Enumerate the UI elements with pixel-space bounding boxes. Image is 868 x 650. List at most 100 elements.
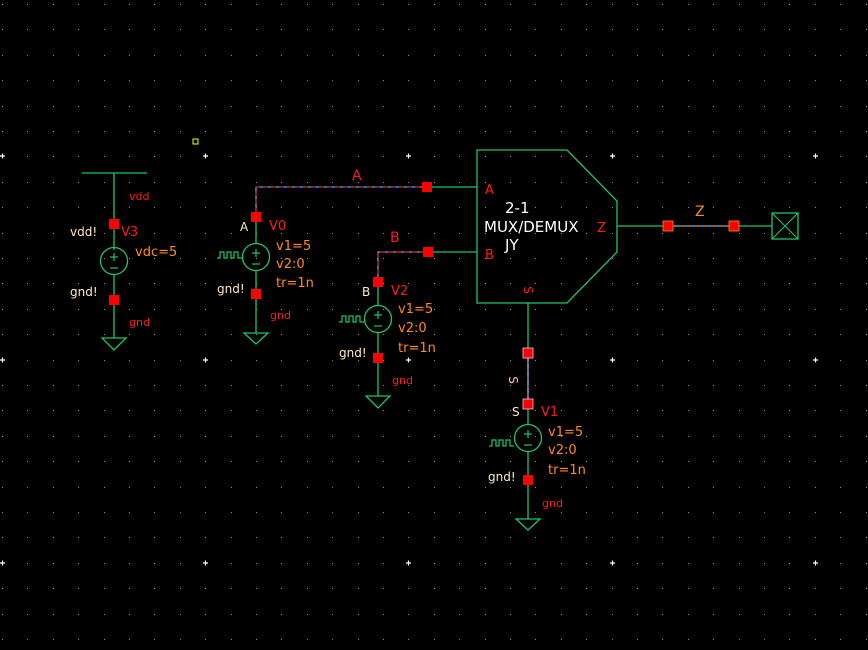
grid-dot (586, 334, 587, 335)
pulse-wave-icon (489, 439, 514, 447)
v3-dc-source[interactable]: vdd V3 vdc=5 vdd! gnd! gnd (70, 172, 177, 351)
grid-dot (739, 156, 740, 157)
grid-dot (104, 131, 105, 132)
grid-dot (434, 588, 435, 589)
grid-dot (459, 360, 460, 361)
grid-dot (27, 309, 28, 310)
grid-dot (739, 563, 740, 564)
grid-dot (535, 512, 536, 513)
grid-dot (535, 156, 536, 157)
net-b-wire[interactable] (377, 251, 428, 277)
grid-dot (840, 436, 841, 437)
grid-dot (129, 80, 130, 81)
v1-pin-top[interactable] (522, 398, 534, 410)
grid-dot (434, 639, 435, 640)
grid-dot (53, 233, 54, 234)
grid-dot (281, 614, 282, 615)
grid-dot (510, 80, 511, 81)
v0-pin-top[interactable] (251, 212, 261, 222)
grid-dot (154, 106, 155, 107)
grid-dot (764, 537, 765, 538)
grid-dot (78, 639, 79, 640)
grid-dot (281, 55, 282, 56)
grid-dot (78, 537, 79, 538)
net-b-mux-pin[interactable] (423, 247, 433, 257)
mux-demux-symbol[interactable]: A B Z S 2-1 MUX/DEMUX JY (432, 149, 663, 348)
grid-dot (485, 588, 486, 589)
grid-dot (129, 410, 130, 411)
v3-pin-top[interactable] (109, 219, 119, 229)
grid-dot (485, 182, 486, 183)
grid-dot (154, 334, 155, 335)
grid-dot (789, 283, 790, 284)
grid-dot (637, 487, 638, 488)
grid-dot (332, 563, 333, 564)
mux-body[interactable] (476, 149, 618, 304)
grid-dot (104, 283, 105, 284)
v1-pin-bottom[interactable] (523, 475, 533, 485)
grid-dot (688, 156, 689, 157)
grid-dot (129, 436, 130, 437)
v2-pin-bottom[interactable] (373, 353, 383, 363)
grid-dot (256, 537, 257, 538)
grid-dot (612, 29, 613, 30)
output-terminal-icon[interactable] (771, 212, 799, 240)
v2-pin-top[interactable] (373, 277, 383, 287)
grid-dot (586, 563, 587, 564)
grid-dot (789, 156, 790, 157)
grid-dot (561, 233, 562, 234)
grid-dot (662, 131, 663, 132)
v0-pulse-source[interactable]: A A V0 v1=5 v2:0 tr=1n gnd! gnd (217, 168, 432, 345)
grid-dot (205, 410, 206, 411)
net-z-pin-right[interactable] (728, 220, 740, 232)
net-z-pin-left[interactable] (662, 220, 674, 232)
grid-dot (154, 614, 155, 615)
grid-dot (713, 106, 714, 107)
grid-dot (485, 233, 486, 234)
grid-dot (840, 410, 841, 411)
v1-pulse-source[interactable]: S S V1 v1=5 v2:0 tr=1n gnd! gnd (488, 347, 586, 531)
grid-dot (612, 487, 613, 488)
grid-dot (510, 487, 511, 488)
grid-dot (180, 360, 181, 361)
grid-dot (256, 131, 257, 132)
grid-dot (104, 207, 105, 208)
grid-dot (789, 4, 790, 5)
grid-dot (281, 182, 282, 183)
grid-dot (815, 55, 816, 56)
grid-dot (383, 487, 384, 488)
grid-dot (866, 4, 867, 5)
grid-dot (129, 537, 130, 538)
grid-dot (739, 614, 740, 615)
grid-dot (535, 4, 536, 5)
grid-dot (713, 182, 714, 183)
grid-dot (104, 29, 105, 30)
v3-pin-bottom[interactable] (109, 295, 119, 305)
grid-dot (281, 106, 282, 107)
grid-dot (281, 410, 282, 411)
v0-pin-bottom[interactable] (251, 289, 261, 299)
grid-dot (332, 4, 333, 5)
grid-dot (662, 410, 663, 411)
grid-dot (129, 588, 130, 589)
net-a-mux-pin[interactable] (422, 182, 432, 192)
grid-dot (739, 29, 740, 30)
grid-dot (789, 436, 790, 437)
net-s-mux-pin[interactable] (522, 347, 534, 359)
grid-dot (307, 588, 308, 589)
net-a-wire[interactable] (255, 186, 427, 215)
grid-dot (561, 156, 562, 157)
grid-dot (840, 309, 841, 310)
grid-dot (535, 588, 536, 589)
v2-pulse-source[interactable]: B B V2 v1=5 v2:0 tr=1n gnd! gnd (339, 230, 436, 409)
grid-dot (764, 156, 765, 157)
output-z-net[interactable]: Z (662, 204, 799, 240)
grid-dot (383, 182, 384, 183)
grid-dot (53, 537, 54, 538)
grid-dot (561, 55, 562, 56)
grid-dot (840, 4, 841, 5)
grid-dot (307, 55, 308, 56)
grid-dot (408, 80, 409, 81)
grid-dot (815, 233, 816, 234)
